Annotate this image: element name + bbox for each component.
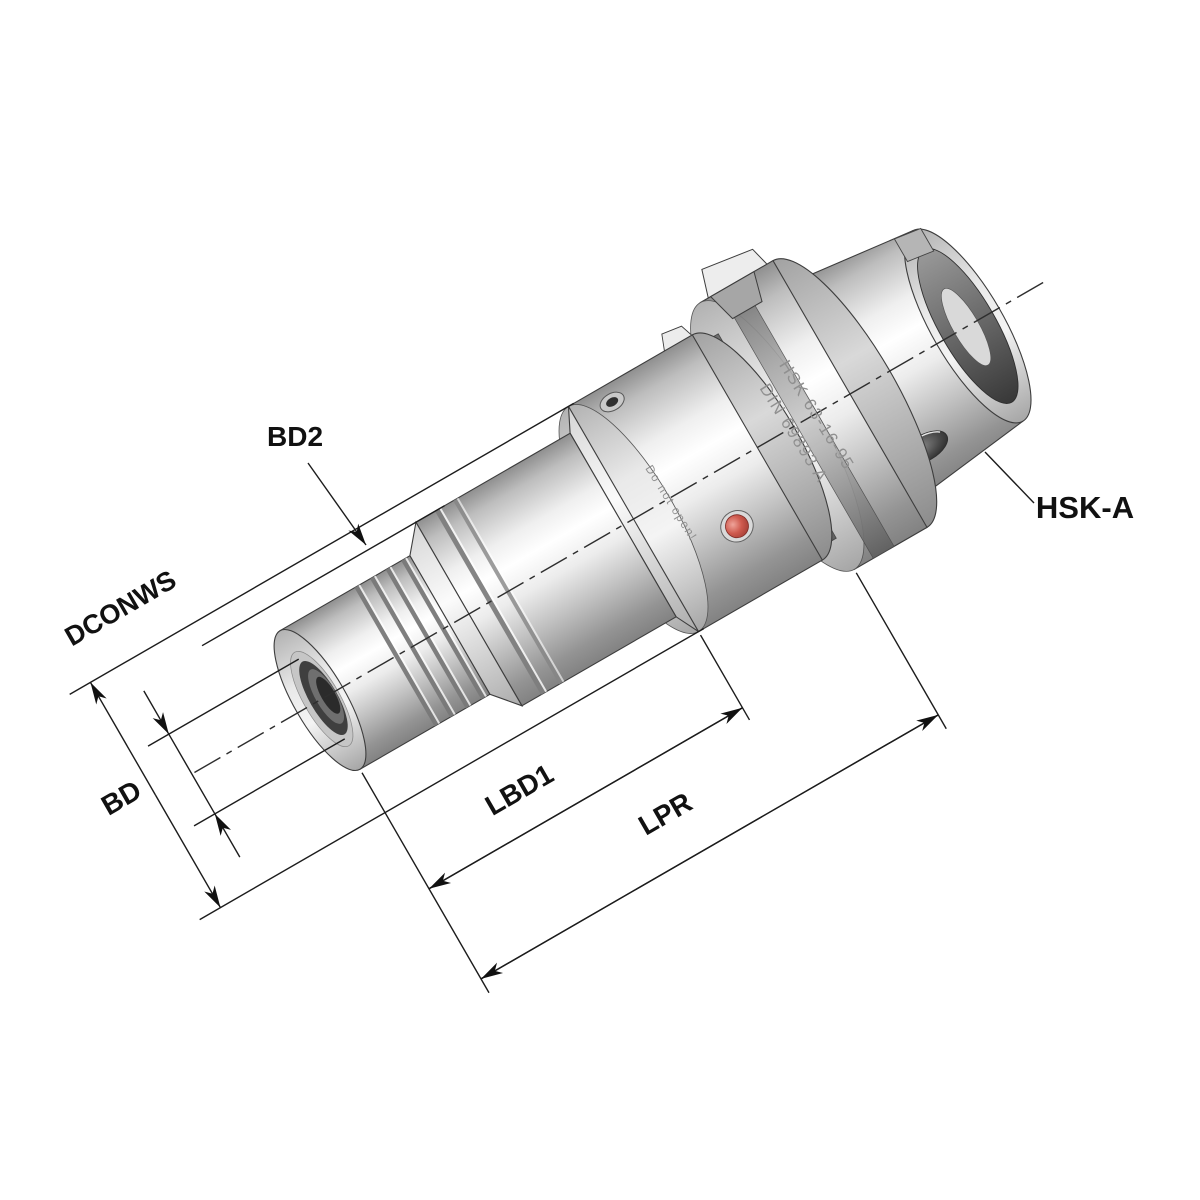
dimension-line-lbd1 <box>428 797 587 890</box>
tool-holder <box>69 227 1044 994</box>
leader-bd2 <box>307 462 367 546</box>
extension-line-bd2 <box>201 505 445 647</box>
extension-line-bd-top <box>69 402 575 696</box>
extension-line-bd-bottom <box>199 627 705 921</box>
dimension-line-bd <box>89 682 157 796</box>
dimension-line-lpr <box>480 846 710 980</box>
front-bore <box>273 628 367 772</box>
dimension-bd2-label: BD2 <box>267 421 323 452</box>
shank-type-label: HSK-A <box>1036 490 1134 525</box>
extension-line-lpr-right <box>855 572 947 730</box>
flange-notch <box>709 270 763 320</box>
extension-line-dconws-bottom <box>193 738 346 827</box>
hsk-shank <box>786 227 1032 504</box>
centerline <box>194 281 1044 774</box>
dimension-arrow-dconws-bottom <box>214 813 241 858</box>
extension-line-length-left <box>361 772 490 994</box>
dimension-arrow-dconws-top <box>143 690 170 735</box>
leader-hsk-a <box>984 451 1035 504</box>
extension-line-dconws-top <box>147 658 300 747</box>
pressure-indicator <box>725 514 749 539</box>
dimension-lines <box>69 402 947 994</box>
hex-socket <box>606 397 619 407</box>
keyway-notch <box>893 227 935 263</box>
extension-line-lbd1-right <box>699 634 751 721</box>
